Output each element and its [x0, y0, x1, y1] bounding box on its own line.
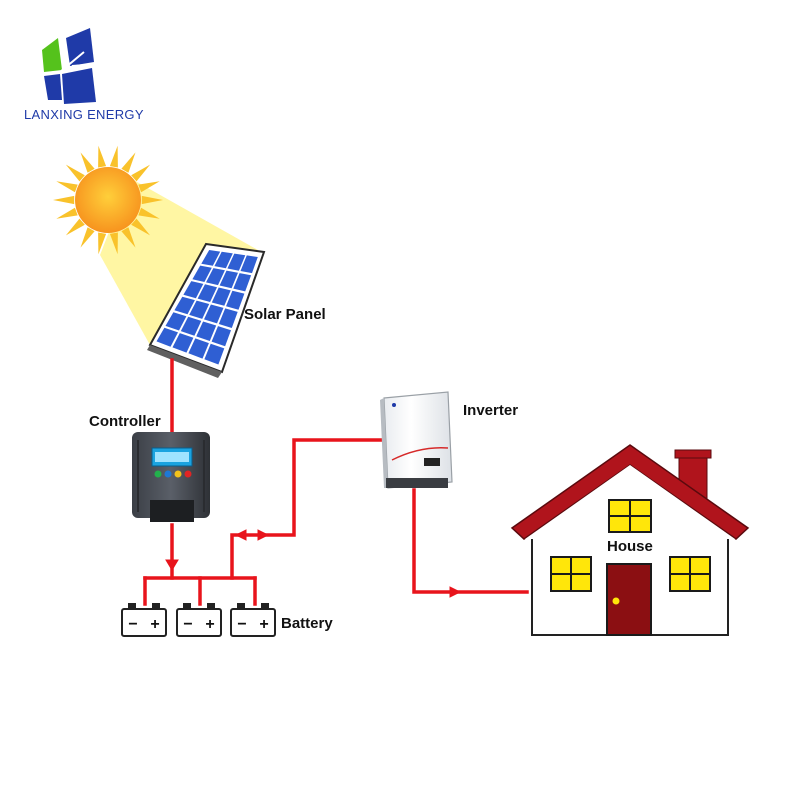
battery-minus-sign: −	[183, 616, 192, 633]
solar-cell	[196, 321, 217, 341]
solar-cell	[183, 281, 204, 299]
battery-icon: −+	[121, 603, 167, 637]
brand-logo: LANXING ENERGY	[24, 28, 144, 122]
house-window-left	[550, 556, 592, 592]
brand-name: LANXING ENERGY	[24, 107, 144, 122]
lanxing-logo-icon	[42, 28, 101, 104]
battery-plus-sign: +	[205, 616, 214, 633]
house-icon	[510, 444, 750, 636]
charge-controller-icon	[132, 432, 210, 522]
arrow-to-house	[449, 586, 462, 598]
solar-cell	[172, 333, 194, 353]
solar-cell	[211, 287, 231, 306]
battery-icon: −+	[176, 603, 222, 637]
solar-cell	[201, 250, 221, 266]
inverter-icon	[380, 391, 453, 489]
solar-cell	[156, 327, 178, 347]
solar-cell	[219, 270, 238, 289]
solar-cell	[211, 326, 231, 347]
inverter-label: Inverter	[463, 402, 518, 419]
sun-icon	[53, 145, 163, 255]
solar-cell	[204, 343, 225, 365]
solar-cell	[165, 312, 187, 331]
wire-battery-to-inverter	[230, 438, 388, 580]
solar-cell	[197, 284, 217, 302]
solar-cell	[188, 338, 209, 359]
battery-plus-sign: +	[259, 616, 268, 633]
solar-cell	[240, 255, 258, 274]
house-window-top	[608, 499, 652, 533]
solar-cell	[180, 316, 202, 336]
controller-label: Controller	[89, 413, 161, 430]
solar-cell	[192, 265, 212, 282]
solar-cell	[189, 300, 210, 319]
solar-cell	[214, 251, 233, 269]
arrow-to-battery	[165, 559, 179, 571]
battery-minus-sign: −	[237, 616, 246, 633]
battery-bank: −+−+−+	[121, 603, 276, 637]
solar-cell	[206, 268, 225, 286]
arrow-left-junction	[234, 529, 247, 541]
solar-panel-icon	[147, 242, 266, 378]
battery-label: Battery	[281, 615, 333, 632]
solar-panel-label: Solar Panel	[244, 306, 326, 323]
battery-minus-sign: −	[128, 616, 137, 633]
solar-cell	[204, 304, 224, 324]
house-label: House	[607, 538, 653, 555]
house-door	[606, 563, 652, 636]
solar-cell	[233, 273, 252, 292]
battery-plus-sign: +	[150, 616, 159, 633]
arrow-right-junction	[257, 529, 270, 541]
solar-cell	[218, 308, 238, 328]
wiring	[143, 358, 529, 606]
sunlight-beam	[100, 178, 258, 345]
solar-cell	[174, 296, 195, 315]
solar-cell	[226, 290, 245, 310]
house-window-right	[669, 556, 711, 592]
solar-cell	[227, 253, 246, 271]
battery-icon: −+	[230, 603, 276, 637]
wire-inverter-to-house	[412, 488, 529, 594]
